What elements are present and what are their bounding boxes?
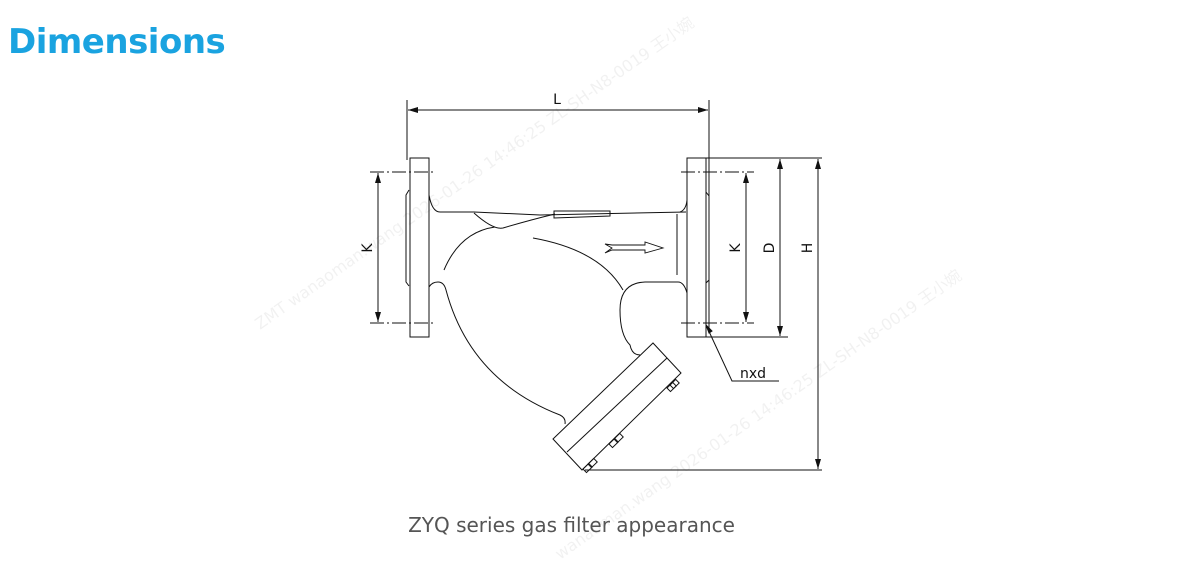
strainer-cap — [552, 342, 682, 471]
cap-bolts — [582, 378, 680, 474]
watermark: ZMT wanaoman.wang 2026-01-26 14:46:25 ZL… — [251, 13, 965, 563]
label-H: H — [800, 243, 816, 254]
right-flange — [686, 157, 707, 338]
label-K-right: K — [728, 243, 744, 253]
section-heading: Dimensions — [8, 22, 226, 62]
svg-text:ZMT wanaoman.wang 2026-01-26 1: ZMT wanaoman.wang 2026-01-26 14:46:25 ZL… — [251, 13, 697, 333]
left-flange — [409, 157, 430, 338]
nxd-leader — [705, 324, 779, 382]
label-D: D — [762, 243, 778, 254]
label-K-left: K — [360, 243, 376, 253]
filter-body — [428, 194, 688, 474]
label-nxd: nxd — [740, 366, 766, 382]
figure-caption: ZYQ series gas filter appearance — [408, 513, 735, 537]
label-L: L — [553, 92, 561, 108]
